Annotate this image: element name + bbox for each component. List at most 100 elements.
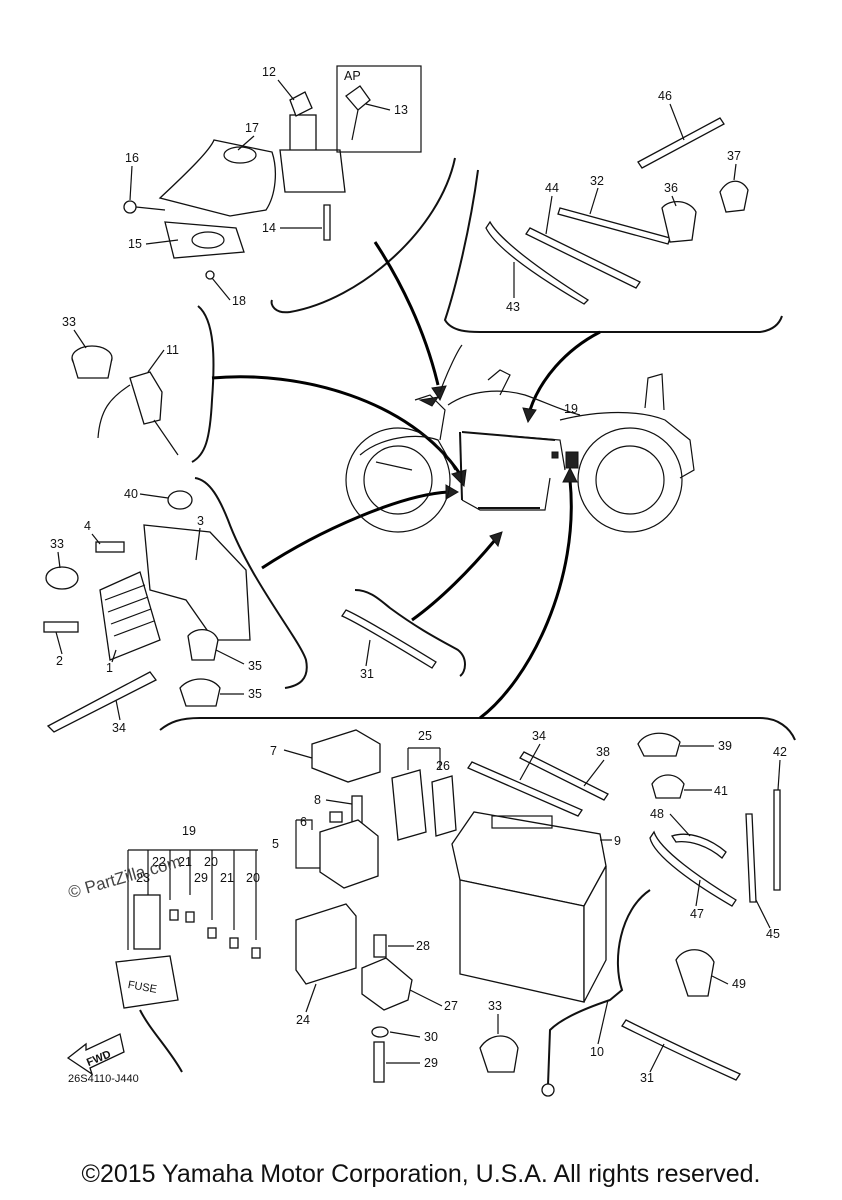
regulator-group xyxy=(43,490,251,733)
label-25: 25 xyxy=(418,729,432,743)
part-16-bolt xyxy=(123,200,137,214)
label-37: 37 xyxy=(727,149,741,163)
part-33-clamp-left xyxy=(45,566,79,590)
part-45-tie xyxy=(745,813,757,903)
arrow-head-center-small xyxy=(489,531,503,548)
arrow-head-left-upper xyxy=(451,469,467,488)
ignition-group xyxy=(123,65,422,280)
panel-left-upper-border xyxy=(191,305,215,463)
handlebar xyxy=(487,369,511,396)
label-29: 29 xyxy=(424,1056,438,1070)
label-46: 46 xyxy=(658,89,672,103)
part-36-clamp xyxy=(661,201,697,243)
label-9: 9 xyxy=(614,834,621,848)
fuel-tank xyxy=(447,390,581,416)
part-24-unit xyxy=(295,903,357,985)
label-36: 36 xyxy=(664,181,678,195)
arrow-from-top-right xyxy=(528,330,601,411)
leader-36 xyxy=(671,195,677,207)
label-3: 3 xyxy=(197,514,204,528)
leader-31-bottom xyxy=(649,1043,665,1073)
wire-harness-front xyxy=(459,431,463,501)
part-11-wire xyxy=(97,384,131,439)
part-13-key-blade xyxy=(351,109,359,141)
leader-13 xyxy=(365,103,391,111)
connector-block xyxy=(551,451,559,459)
leader-3 xyxy=(195,527,201,561)
bracket-hole xyxy=(191,231,225,249)
part-27-bracket xyxy=(361,957,413,1011)
leader-lines xyxy=(55,79,781,1073)
frame-upper xyxy=(461,431,566,471)
label-4: 4 xyxy=(84,519,91,533)
leader-30 xyxy=(389,1031,421,1038)
front-wheel-inner xyxy=(363,445,433,515)
arrow-from-bottom xyxy=(479,479,573,720)
arrow-from-center-small xyxy=(411,539,497,622)
label-17: 17 xyxy=(245,121,259,135)
ap-box xyxy=(336,65,422,153)
fuse-box-wire xyxy=(139,1009,183,1073)
label-33-a: 33 xyxy=(62,315,76,329)
leader-48 xyxy=(669,813,691,837)
rear-wheel-inner xyxy=(595,445,665,515)
part-2-bolt xyxy=(43,621,79,633)
leader-34-left xyxy=(115,699,121,721)
leader-47 xyxy=(695,879,701,907)
part-46-tie xyxy=(637,117,725,169)
part-49-holder xyxy=(675,949,715,997)
label-2: 2 xyxy=(56,654,63,668)
label-22: 22 xyxy=(152,855,166,869)
leader-8 xyxy=(325,799,353,805)
label-13: 13 xyxy=(394,103,408,117)
part-labels: 12 17 16 15 14 18 AP 13 46 37 32 44 36 4… xyxy=(50,65,787,1085)
fuse-box xyxy=(115,955,179,1009)
part-28-collar xyxy=(373,934,387,958)
label-7: 7 xyxy=(270,744,277,758)
label-41: 41 xyxy=(714,784,728,798)
part-29-bolt xyxy=(373,1041,385,1083)
panel-top-right-border xyxy=(443,169,783,333)
part-5-relay xyxy=(319,819,379,889)
fuse-a xyxy=(169,909,179,921)
leader-44 xyxy=(545,195,553,235)
part-39-clamp xyxy=(637,732,681,757)
part-14-bolt xyxy=(323,204,331,241)
label-15: 15 xyxy=(128,237,142,251)
label-40: 40 xyxy=(124,487,138,501)
part-26-relay xyxy=(431,775,457,837)
label-43: 43 xyxy=(506,300,520,314)
part-35-clamp-b xyxy=(179,678,221,707)
part-10-terminal xyxy=(541,1083,555,1097)
panel-bottom-border xyxy=(159,717,796,741)
label-16: 16 xyxy=(125,151,139,165)
leader-33-a xyxy=(73,329,87,349)
label-34-left: 34 xyxy=(112,721,126,735)
leader-45 xyxy=(755,899,771,929)
leader-10 xyxy=(597,999,609,1045)
leader-40 xyxy=(139,493,169,499)
copyright-text: ©2015 Yamaha Motor Corporation, U.S.A. A… xyxy=(81,1160,761,1188)
part-9-battery-side xyxy=(583,865,607,1003)
leader-49 xyxy=(711,975,729,985)
panel-left-middle-border xyxy=(194,477,308,689)
leader-37 xyxy=(733,163,737,181)
label-24: 24 xyxy=(296,1013,310,1027)
leader-12 xyxy=(277,79,295,101)
leader-15 xyxy=(145,239,179,245)
part-11-thread xyxy=(153,419,179,456)
part-7-cover xyxy=(311,729,381,783)
label-18: 18 xyxy=(232,294,246,308)
bottom-group xyxy=(66,729,781,1097)
arrow-from-left-middle xyxy=(261,490,449,570)
label-20-b: 20 xyxy=(246,871,260,885)
headlight xyxy=(418,396,440,407)
leader-7 xyxy=(283,749,313,759)
rear-fender-bag xyxy=(559,411,695,479)
part-4-bolt xyxy=(95,541,125,553)
leader-42 xyxy=(777,759,781,791)
motorcycle-outline xyxy=(345,344,695,533)
part-34-tie-left xyxy=(46,671,157,733)
part-31-tie-center xyxy=(341,609,437,669)
fuse-e xyxy=(251,947,261,959)
